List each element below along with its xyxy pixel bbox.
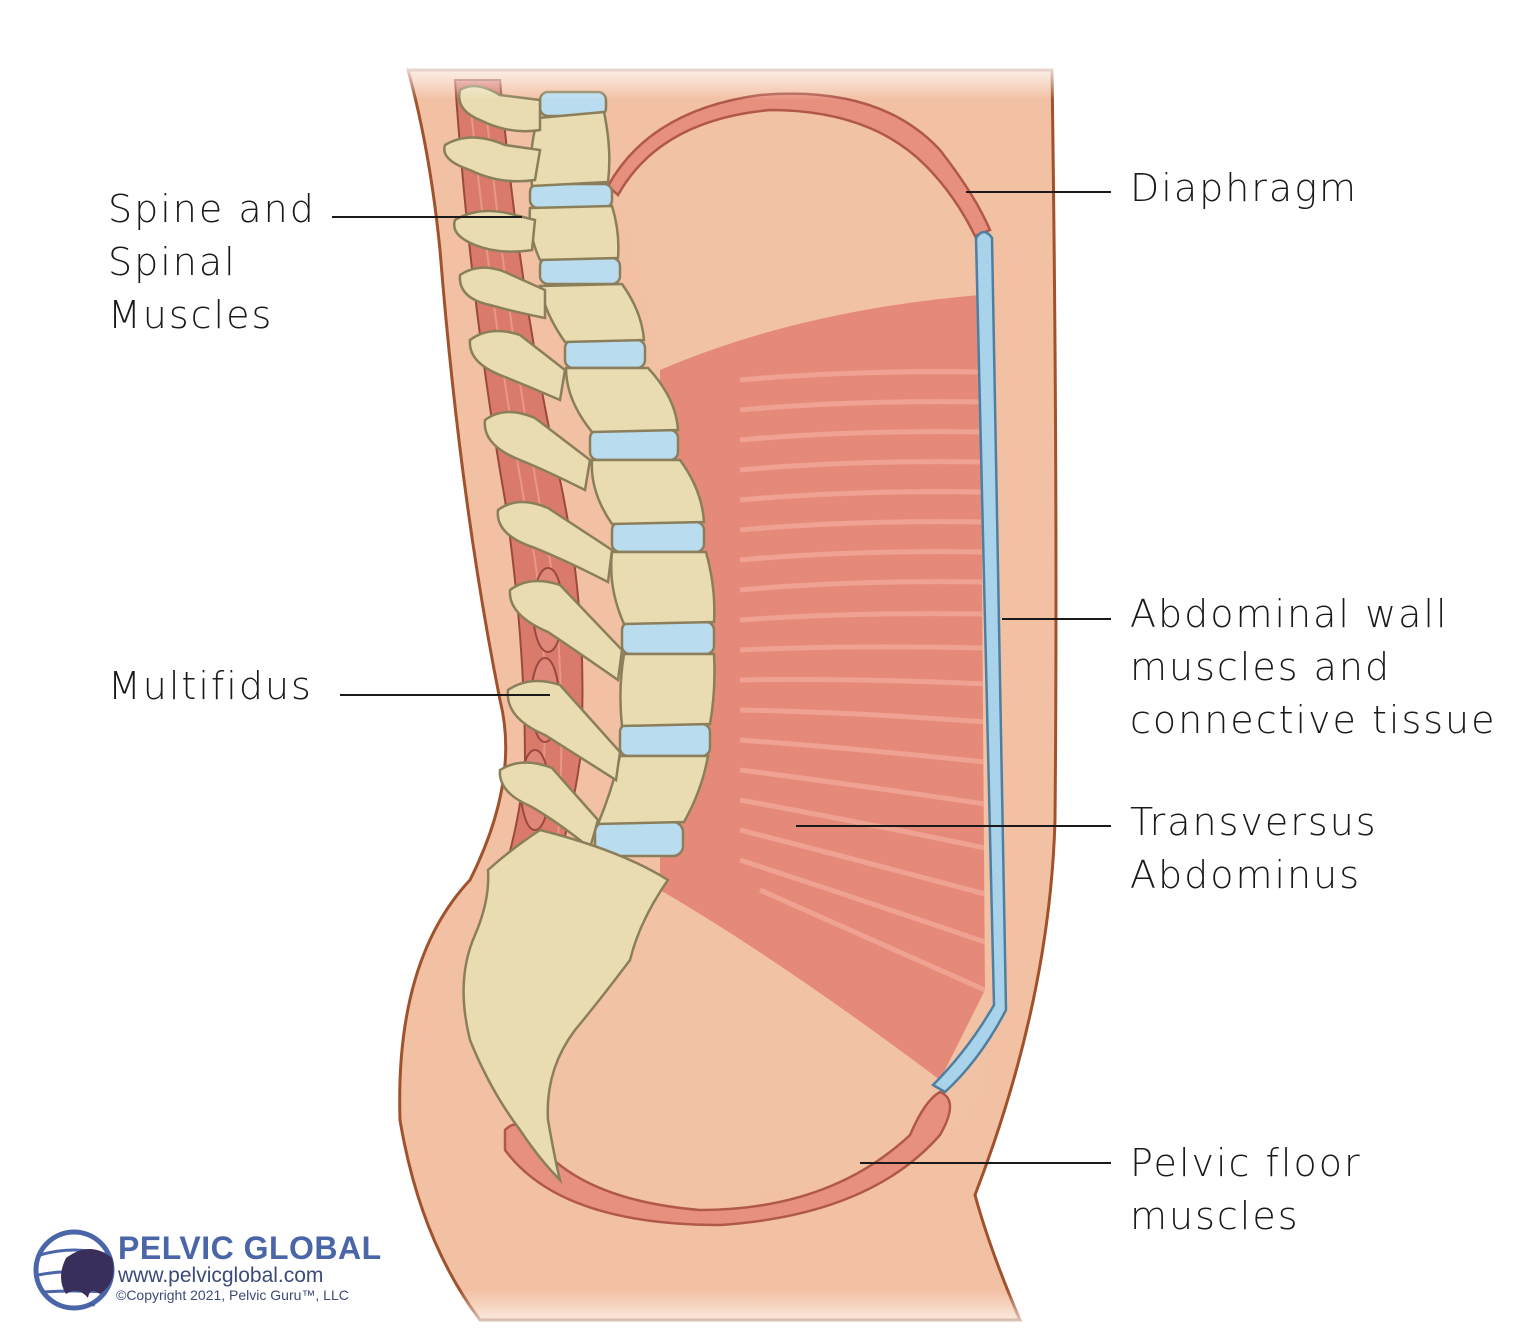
label-multifidus: Multifidus <box>108 664 313 708</box>
leader-multifidus <box>340 694 550 696</box>
pelvic-global-logo-icon <box>33 1229 115 1311</box>
leader-transversus <box>796 825 1111 827</box>
label-spine: Spine and Spinal Muscles <box>108 187 316 337</box>
logo-url: www.pelvicglobal.com <box>118 1264 324 1287</box>
label-diaphragm: Diaphragm <box>1130 166 1359 210</box>
logo-trademark: ™ <box>88 1302 96 1311</box>
leader-spine <box>332 216 522 218</box>
leader-abdominal-wall <box>1002 618 1111 620</box>
sacrum <box>462 828 670 1185</box>
logo-title: PELVIC GLOBAL <box>118 1230 382 1266</box>
label-abdominal-wall: Abdominal wall muscles and connective ti… <box>1130 592 1497 742</box>
transversus-abdominus <box>660 295 985 1080</box>
spine <box>443 84 716 858</box>
abdominal-wall-fascia <box>930 230 1008 1094</box>
label-pelvic-floor: Pelvic floor muscles <box>1130 1141 1362 1238</box>
leader-pelvic-floor <box>860 1162 1111 1164</box>
leader-diaphragm <box>966 191 1111 193</box>
label-transversus: Transversus Abdominus <box>1130 800 1378 897</box>
pelvic-floor-muscle <box>503 1090 952 1227</box>
logo-copyright: ©Copyright 2021, Pelvic Guru™, LLC <box>116 1287 349 1303</box>
